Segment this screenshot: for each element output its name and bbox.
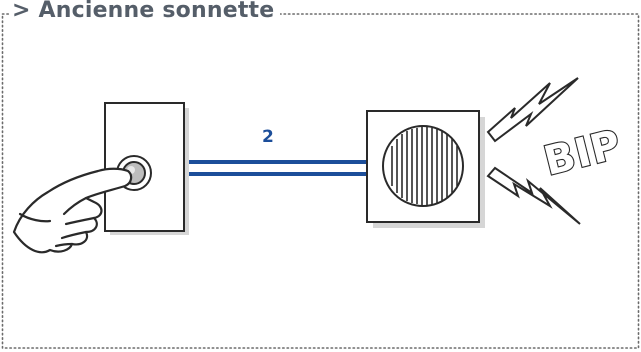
pointing-hand-icon: [12, 167, 133, 254]
speaker-icon: [366, 110, 485, 228]
bip-sound-text: BIP: [540, 121, 627, 184]
wire-count-label: 2: [262, 127, 274, 147]
lightning-bolt-icon: [486, 77, 581, 225]
diagram-title: > Ancienne sonnette: [10, 0, 281, 26]
diagram-frame: [1, 13, 640, 349]
connection-wire: [183, 160, 368, 176]
